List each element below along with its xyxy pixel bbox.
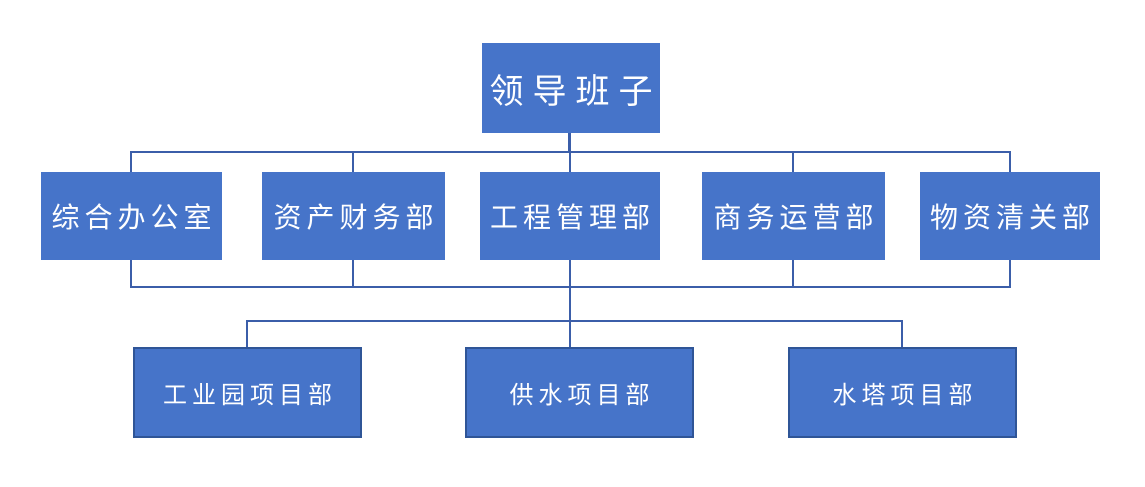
- org-box-general-office: 综合办公室: [41, 172, 222, 260]
- connector-drop-dept-3: [569, 151, 571, 173]
- connector-stem-dept-4: [792, 260, 794, 288]
- org-box-material-customs-label: 物资清关部: [929, 203, 1095, 234]
- org-box-asset-finance: 资产财务部: [262, 172, 445, 260]
- connector-drop-project-1: [246, 320, 248, 348]
- connector-stem-dept-2: [352, 260, 354, 288]
- connector-drop-dept-4: [792, 151, 794, 173]
- connector-root-stem: [568, 131, 571, 153]
- connector-stem-dept-5: [1009, 260, 1011, 288]
- org-box-water-supply-project: 供水项目部: [465, 347, 694, 438]
- org-box-water-tower-project: 水塔项目部: [788, 347, 1017, 438]
- connector-drop-dept-2: [352, 151, 354, 173]
- connector-drop-dept-5: [1009, 151, 1011, 173]
- org-box-business-operations-label: 商务运营部: [713, 203, 879, 234]
- org-box-material-customs: 物资清关部: [920, 172, 1100, 260]
- org-box-business-operations: 商务运营部: [702, 172, 885, 260]
- org-box-water-tower-project-label: 水塔项目部: [832, 383, 978, 409]
- org-box-engineering-management-label: 工程管理部: [489, 203, 655, 234]
- connector-stem-dept-1: [130, 260, 132, 288]
- org-box-asset-finance-label: 资产财务部: [273, 203, 439, 234]
- connector-drop-project-3: [901, 320, 903, 348]
- org-box-general-office-label: 综合办公室: [51, 203, 217, 234]
- connector-level3-rail: [246, 320, 903, 322]
- org-box-industrial-park-project: 工业园项目部: [133, 347, 362, 438]
- org-box-water-supply-project-label: 供水项目部: [509, 383, 655, 409]
- connector-drop-dept-1: [130, 151, 132, 173]
- connector-center-stem: [569, 260, 571, 349]
- org-box-engineering-management: 工程管理部: [480, 172, 660, 260]
- org-box-leadership: 领导班子: [482, 43, 660, 133]
- org-box-industrial-park-project-label: 工业园项目部: [163, 383, 337, 409]
- org-box-leadership-label: 领导班子: [489, 73, 662, 111]
